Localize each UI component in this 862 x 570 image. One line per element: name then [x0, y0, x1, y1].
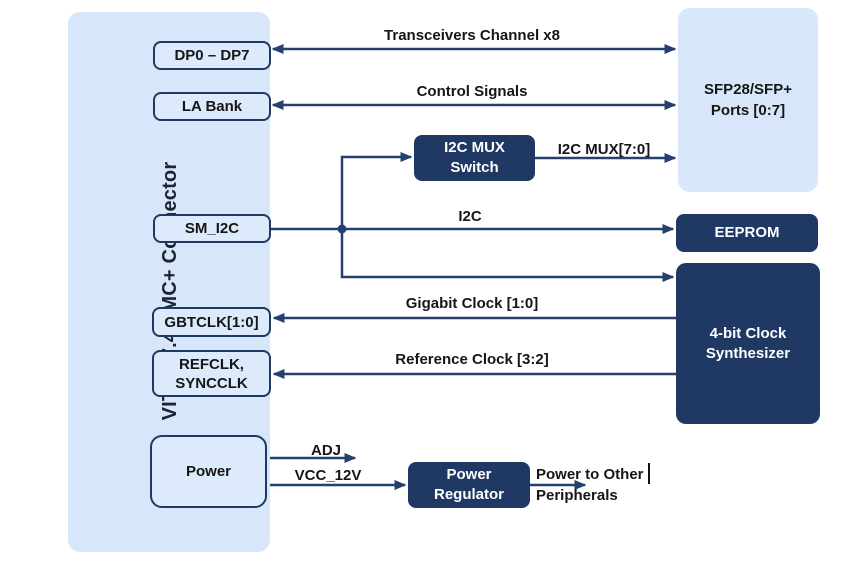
block-sfp-ports: SFP28/SFP+ Ports [0:7] [678, 8, 818, 192]
wire-i2c-to-clock-synth [340, 229, 675, 282]
port-label: GBTCLK[1:0] [164, 313, 259, 331]
text-cursor [648, 463, 650, 484]
label-transceivers: Transceivers Channel x8 [384, 27, 560, 44]
port-label: REFCLK, SYNCCLK [175, 355, 248, 392]
port-label: SM_I2C [184, 220, 240, 237]
port-la-bank: LA Bank [153, 92, 271, 121]
block-clock-synthesizer: 4-bit Clock Synthesizer [676, 263, 820, 424]
label-adj: ADJ [310, 442, 342, 459]
block-i2c-mux-switch: I2C MUX Switch [414, 135, 535, 181]
label-vcc-12v: VCC_12V [294, 467, 362, 484]
label-i2c: I2C [458, 208, 482, 225]
label-power-out: Power to Other Peripherals [536, 466, 644, 504]
port-gbtclk: GBTCLK[1:0] [152, 307, 271, 337]
label-control-signals: Control Signals [416, 83, 528, 100]
block-label: Power Regulator [433, 466, 504, 503]
block-label: EEPROM [714, 224, 780, 241]
block-label: I2C MUX Switch [444, 139, 505, 176]
label-reference-clock: Reference Clock [3:2] [395, 351, 549, 368]
port-sm-i2c: SM_I2C [153, 214, 271, 243]
port-label: Power [185, 463, 231, 480]
block-label: 4-bit Clock Synthesizer [705, 324, 791, 362]
wire-i2c-to-mux [340, 152, 413, 229]
port-dp0-dp7: DP0 – DP7 [153, 41, 271, 70]
label-i2c-mux-bus: I2C MUX[7:0] [557, 141, 651, 158]
wire-junction-dot [337, 224, 347, 234]
port-refclk-syncclk: REFCLK, SYNCCLK [152, 350, 271, 397]
block-eeprom: EEPROM [676, 214, 818, 252]
port-label: DP0 – DP7 [174, 47, 250, 64]
block-power-regulator: Power Regulator [408, 462, 530, 508]
block-label: SFP28/SFP+ Ports [0:7] [704, 81, 792, 119]
port-power: Power [150, 435, 267, 508]
label-gigabit-clock: Gigabit Clock [1:0] [405, 295, 539, 312]
port-label: LA Bank [181, 98, 243, 115]
